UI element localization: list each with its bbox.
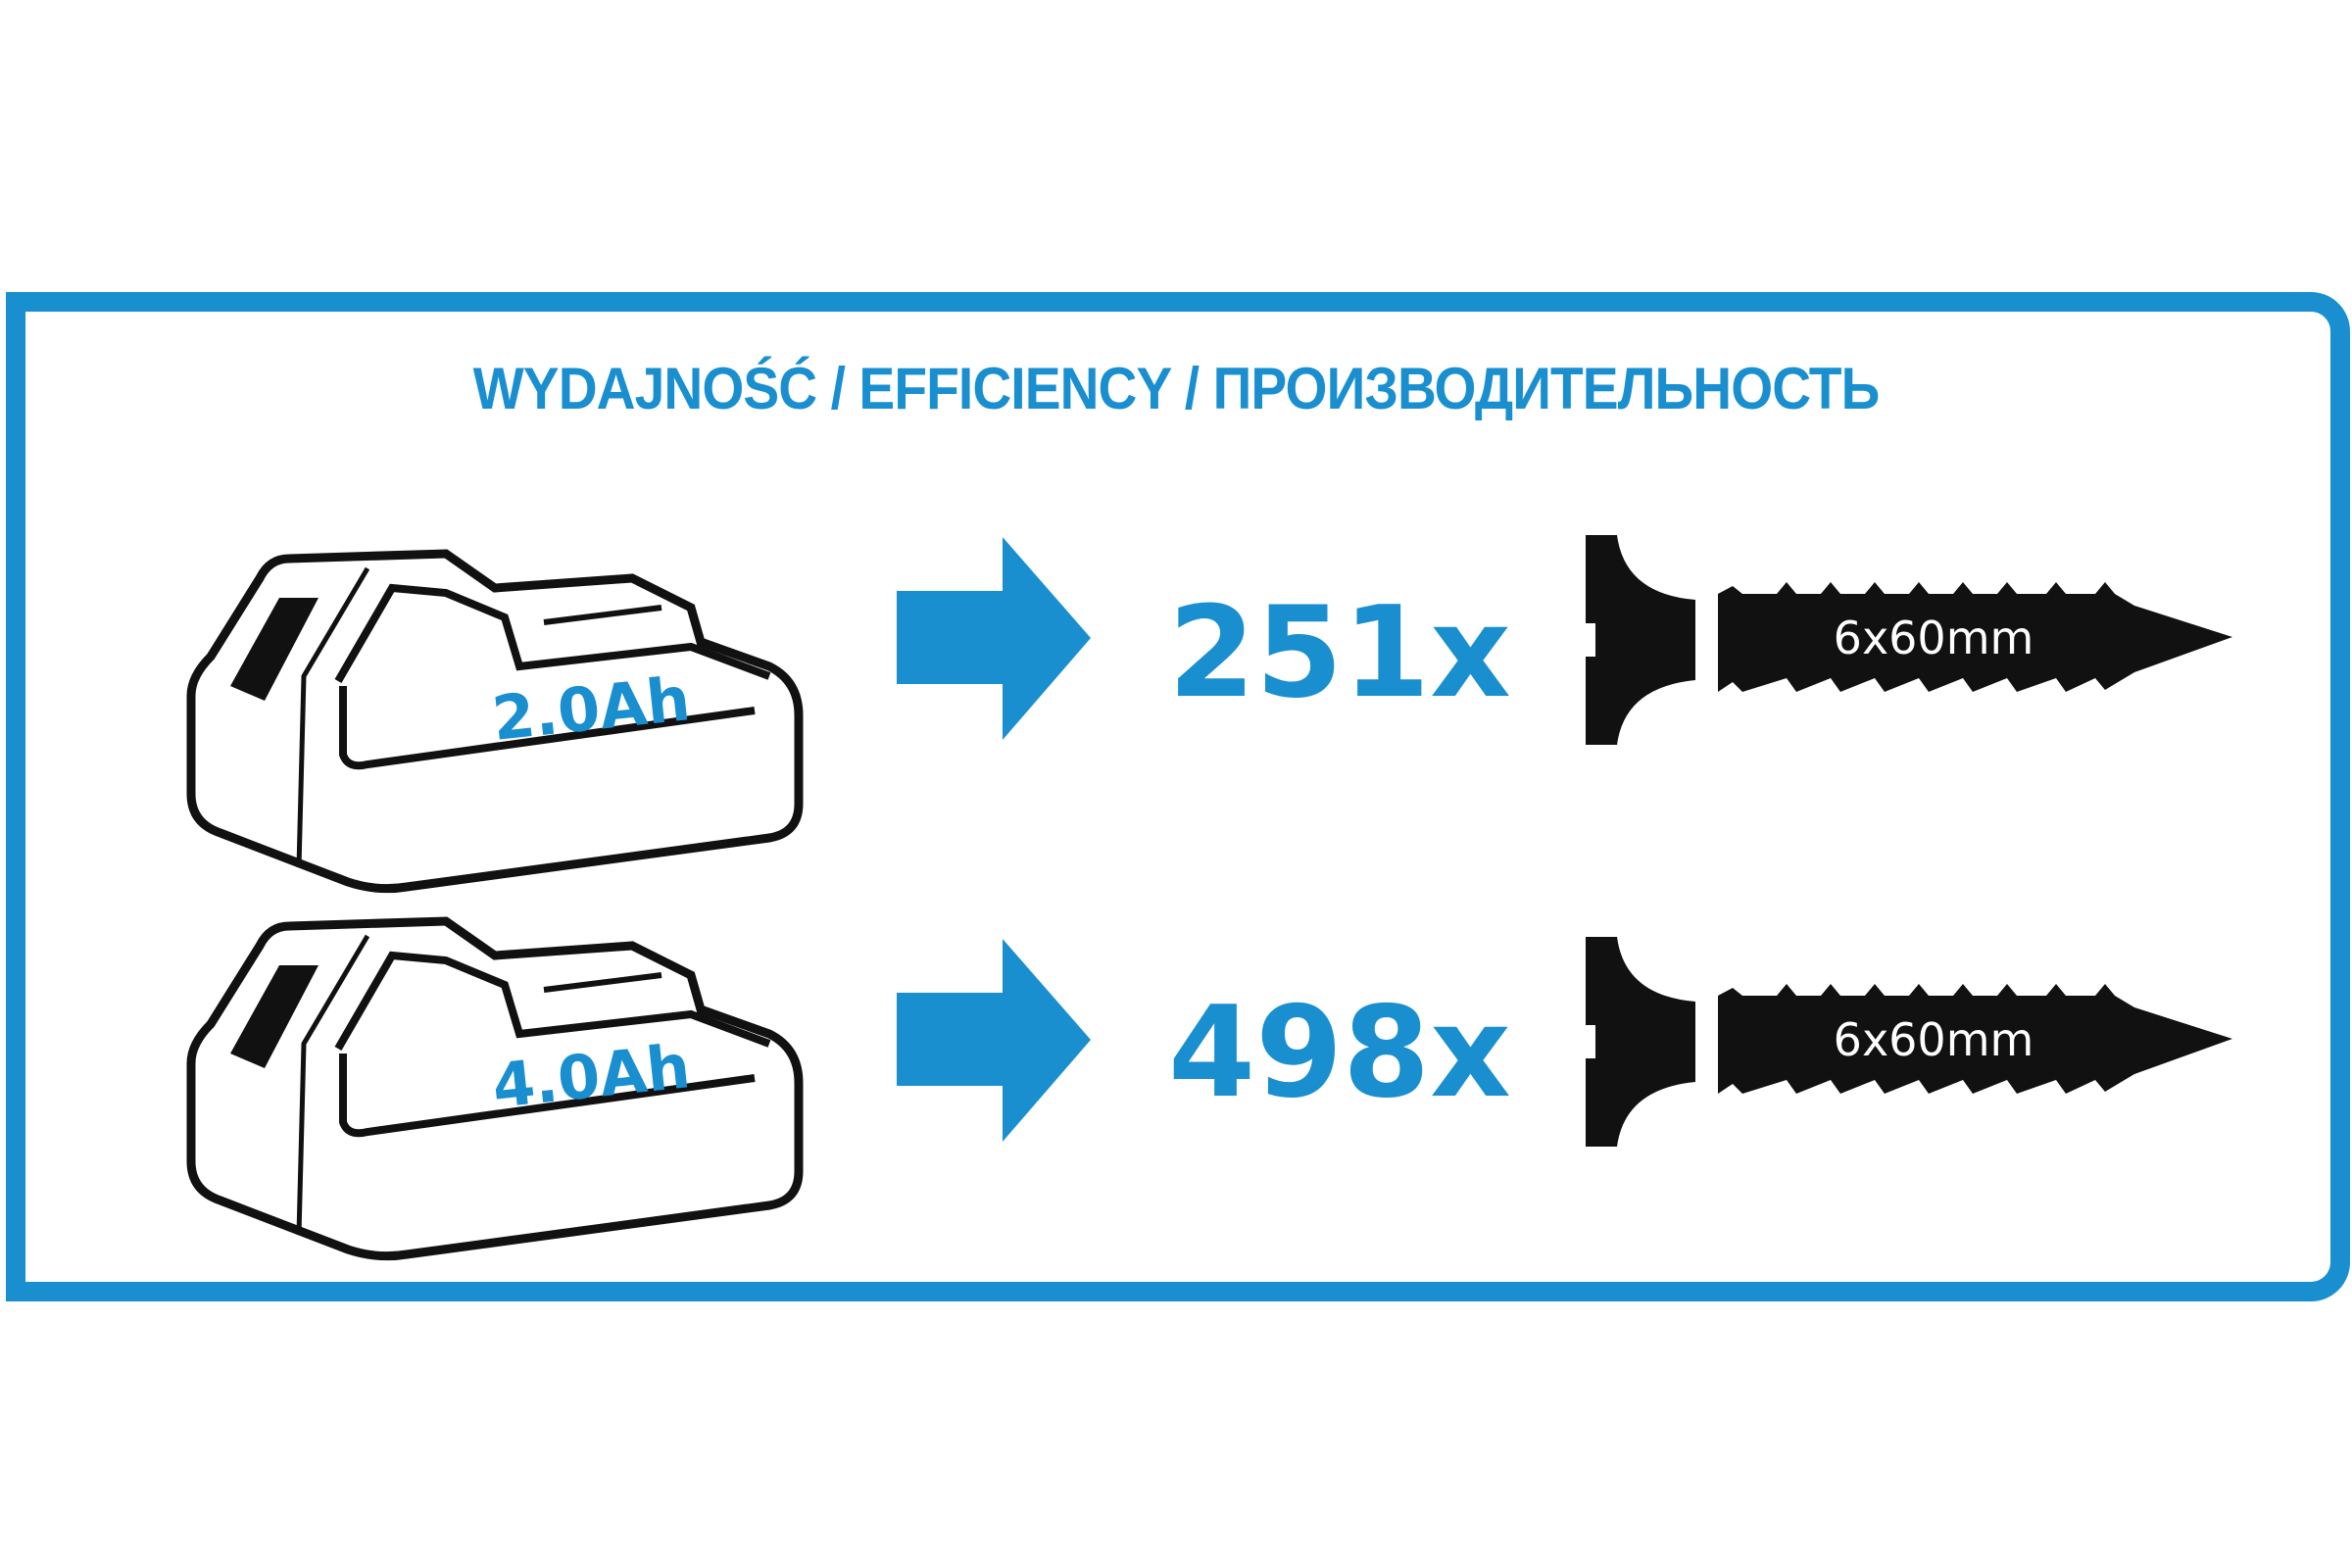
screw-size-label: 6x60mm xyxy=(1834,612,2034,664)
efficiency-panel-frame xyxy=(6,292,2350,1301)
screw-size-label: 6x60mm xyxy=(1834,1013,2034,1066)
screw-count: 251x xyxy=(1168,580,1511,726)
battery-row-1: 2.0Ah 251x 6x60mm xyxy=(191,535,2232,889)
arrow-right-icon xyxy=(897,939,1091,1142)
panel-title: WYDAJNOŚĆ / EFFICIENCY / ПРОИЗВОДИТЕЛЬНО… xyxy=(472,356,1881,421)
battery-row-2: 4.0Ah 498x 6x60mm xyxy=(191,921,2232,1256)
arrow-right-icon xyxy=(897,537,1091,740)
screw-count: 498x xyxy=(1168,980,1511,1126)
